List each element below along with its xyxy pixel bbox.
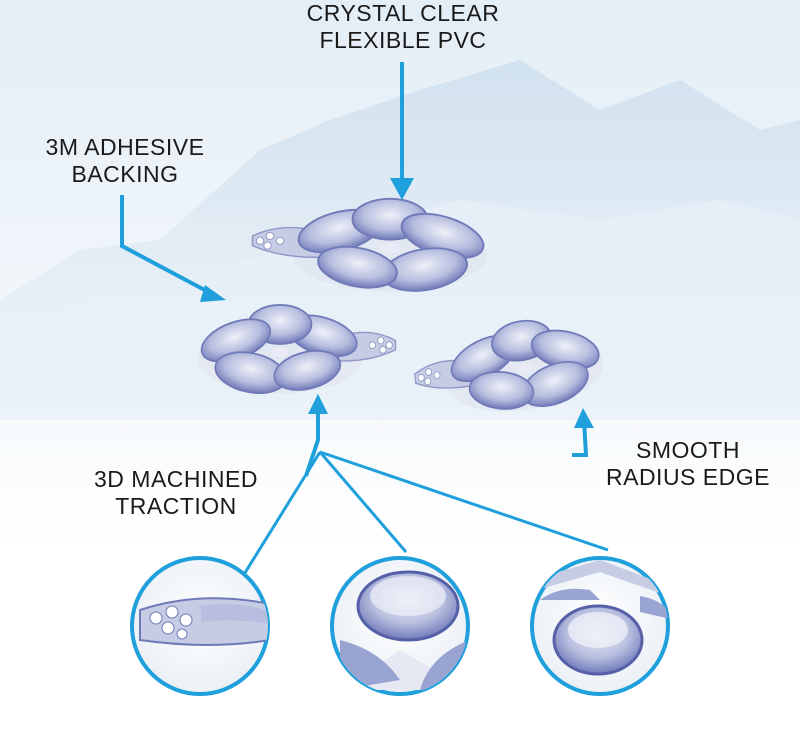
radius-edge-line1: SMOOTH [636, 437, 740, 463]
adhesive-line1: 3M ADHESIVE [45, 134, 205, 160]
traction-line2: TRACTION [115, 493, 237, 519]
radius-edge-label: SMOOTH RADIUS EDGE [598, 437, 778, 491]
traction-surface-detail [530, 556, 670, 696]
adhesive-detail [130, 556, 270, 696]
radius-edge-line2: RADIUS EDGE [606, 464, 770, 490]
crystal-clear-line2: FLEXIBLE PVC [319, 27, 487, 53]
callout-arrows [120, 62, 609, 585]
petal-edge-detail [330, 556, 470, 696]
crystal-clear-line1: CRYSTAL CLEAR [306, 0, 500, 26]
traction-line1: 3D MACHINED [94, 466, 258, 492]
adhesive-label: 3M ADHESIVE BACKING [40, 134, 210, 188]
traction-label: 3D MACHINED TRACTION [86, 466, 266, 520]
adhesive-line2: BACKING [71, 161, 179, 187]
crystal-clear-label: CRYSTAL CLEAR FLEXIBLE PVC [300, 0, 506, 54]
